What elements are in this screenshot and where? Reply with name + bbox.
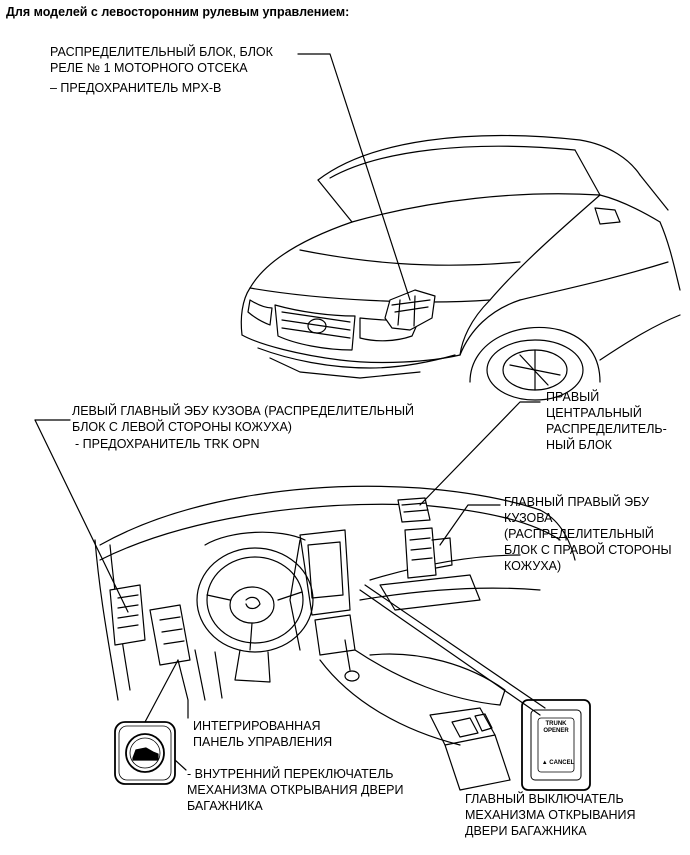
page-header: Для моделей с левосторонним рулевым упра… <box>6 5 350 19</box>
leader-panel <box>177 659 189 719</box>
label-relay-block-line2: РЕЛЕ № 1 МОТОРНОГО ОТСЕКА <box>50 61 248 75</box>
label-mpx-fuse: – ПРЕДОХРАНИТЕЛЬ MPX-B <box>50 81 222 95</box>
car-exterior-illustration <box>240 134 681 401</box>
label-right-jb-line2: ЦЕНТРАЛЬНЫЙ <box>546 406 642 420</box>
switch-label-trunk: TRUNK <box>545 721 567 727</box>
label-main-switch-line3: ДВЕРИ БАГАЖНИКА <box>465 824 587 838</box>
leader-right-jb <box>419 401 541 506</box>
car-interior-illustration <box>94 485 576 791</box>
leader-inner-switch <box>144 659 179 723</box>
label-left-ecu-line1: ЛЕВЫЙ ГЛАВНЫЙ ЭБУ КУЗОВА (РАСПРЕДЕЛИТЕЛЬ… <box>72 404 415 418</box>
label-main-switch-line1: ГЛАВНЫЙ ВЫКЛЮЧАТЕЛЬ <box>465 792 624 806</box>
leader-right-ecu <box>439 504 501 546</box>
label-trk-fuse: - ПРЕДОХРАНИТЕЛЬ TRK OPN <box>75 437 260 451</box>
label-right-jb-line1: ПРАВЫЙ <box>546 390 600 404</box>
switch-label-cancel-text: CANCEL <box>549 760 575 766</box>
label-right-jb-line3: РАСПРЕДЕЛИТЕЛЬ- <box>546 422 667 436</box>
switch-label-cancel: ▲ CANCEL <box>540 760 576 767</box>
label-right-ecu-line5: КОЖУХА) <box>504 559 562 573</box>
label-right-ecu-line1: ГЛАВНЫЙ ПРАВЫЙ ЭБУ <box>504 495 650 509</box>
label-panel-line2: ПАНЕЛЬ УПРАВЛЕНИЯ <box>193 735 333 749</box>
label-inner-switch-line3: БАГАЖНИКА <box>187 799 263 813</box>
inner-trunk-switch-inset <box>114 721 187 785</box>
label-right-jb-line4: НЫЙ БЛОК <box>546 438 612 452</box>
label-relay-block-line1: РАСПРЕДЕЛИТЕЛЬНЫЙ БЛОК, БЛОК <box>50 45 273 59</box>
cancel-car-icon: ▲ <box>541 760 550 766</box>
label-left-ecu-line2: БЛОК С ЛЕВОЙ СТОРОНЫ КОЖУХА) <box>72 420 292 434</box>
label-right-ecu-line4: БЛОК С ПРАВОЙ СТОРОНЫ <box>504 543 672 557</box>
label-main-switch-line2: МЕХАНИЗМА ОТКРЫВАНИЯ <box>465 808 636 822</box>
leader-main-switch-2 <box>364 584 546 709</box>
main-trunk-switch-inset <box>521 699 591 791</box>
label-panel-line1: ИНТЕГРИРОВАННАЯ <box>193 719 321 733</box>
leader-main-switch <box>359 589 541 716</box>
label-inner-switch-line1: - ВНУТРЕННИЙ ПЕРЕКЛЮЧАТЕЛЬ <box>187 767 394 781</box>
switch-label-opener: OPENER <box>543 728 569 734</box>
label-inner-switch-line2: МЕХАНИЗМА ОТКРЫВАНИЯ ДВЕРИ <box>187 783 404 797</box>
leader-relay-block <box>297 53 411 301</box>
leader-left-ecu <box>34 419 129 613</box>
